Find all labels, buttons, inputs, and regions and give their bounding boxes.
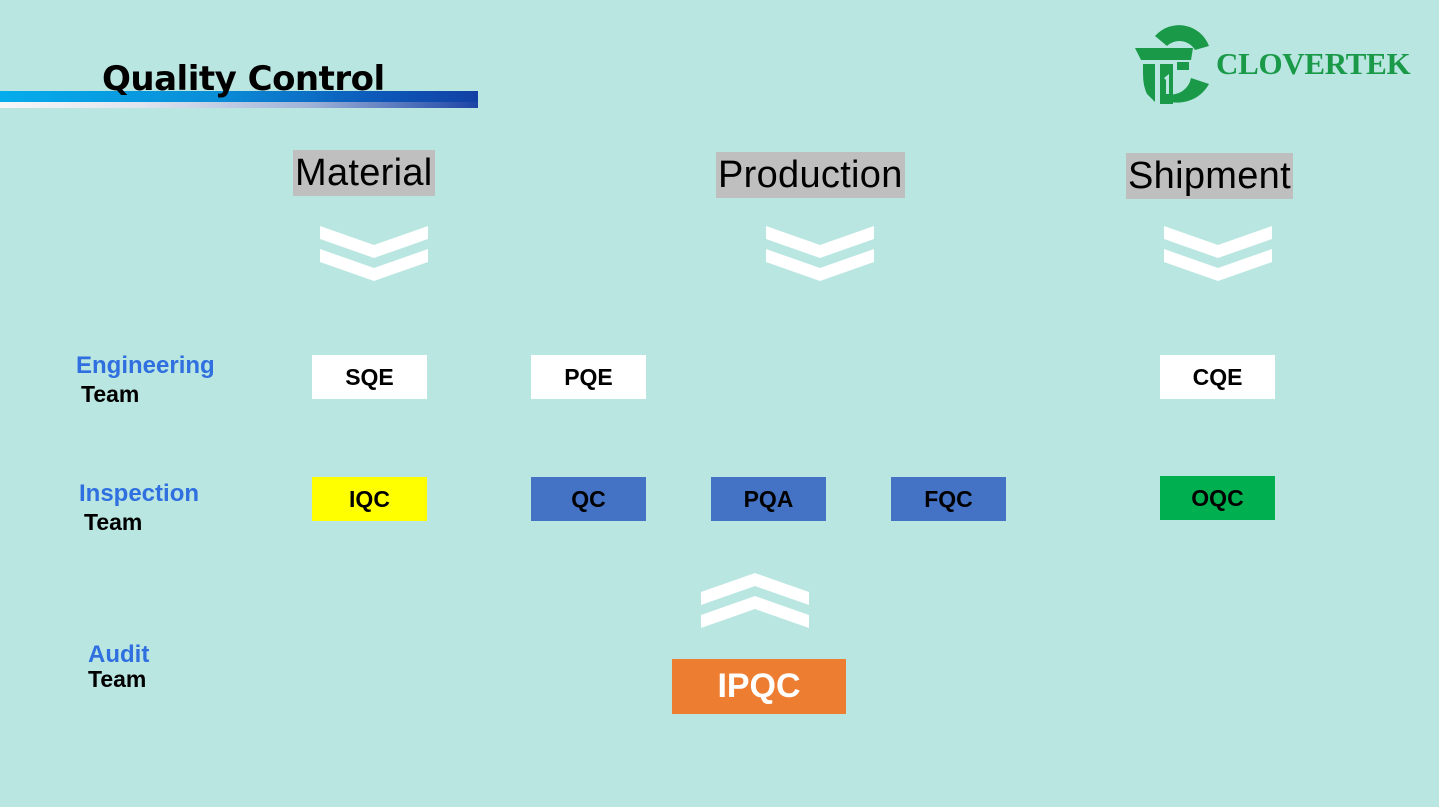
- logo-text: CLOVERTEK: [1216, 46, 1411, 81]
- box-ipqc: IPQC: [672, 659, 846, 714]
- box-qc: QC: [531, 477, 646, 521]
- row-label-team: Team: [88, 666, 147, 692]
- stage-production-label: Production: [716, 152, 905, 198]
- double-chevron-down-icon: [320, 226, 428, 281]
- company-logo: CLOVERTEK: [1133, 24, 1433, 104]
- box-sqe: SQE: [312, 355, 427, 399]
- stage-material-label: Material: [293, 150, 435, 196]
- box-pqe: PQE: [531, 355, 646, 399]
- double-chevron-up-icon: [701, 573, 809, 628]
- stage-shipment-label: Shipment: [1126, 153, 1293, 199]
- row-label-audit-team: Audit Team: [88, 642, 149, 692]
- row-label-inspection-team: Inspection Team: [79, 480, 199, 536]
- box-iqc: IQC: [312, 477, 427, 521]
- double-chevron-down-icon: [766, 226, 874, 281]
- row-label-engineering: Engineering: [76, 352, 215, 379]
- double-chevron-down-icon: [1164, 226, 1272, 281]
- box-pqa: PQA: [711, 477, 826, 521]
- title-bar-top-gradient: [0, 91, 478, 102]
- box-fqc: FQC: [891, 477, 1006, 521]
- row-label-team: Team: [81, 381, 140, 407]
- box-oqc: OQC: [1160, 476, 1275, 520]
- row-label-engineering-team: Engineering Team: [76, 352, 215, 408]
- box-cqe: CQE: [1160, 355, 1275, 399]
- row-label-audit: Audit: [88, 641, 150, 668]
- title-bar-bottom-gradient: [0, 102, 478, 108]
- row-label-team: Team: [84, 509, 143, 535]
- title-underline-bar: [0, 91, 478, 108]
- row-label-inspection: Inspection: [79, 480, 200, 507]
- clovertek-tc-logo-icon: [1135, 25, 1209, 104]
- page-title: Quality Control: [102, 59, 385, 99]
